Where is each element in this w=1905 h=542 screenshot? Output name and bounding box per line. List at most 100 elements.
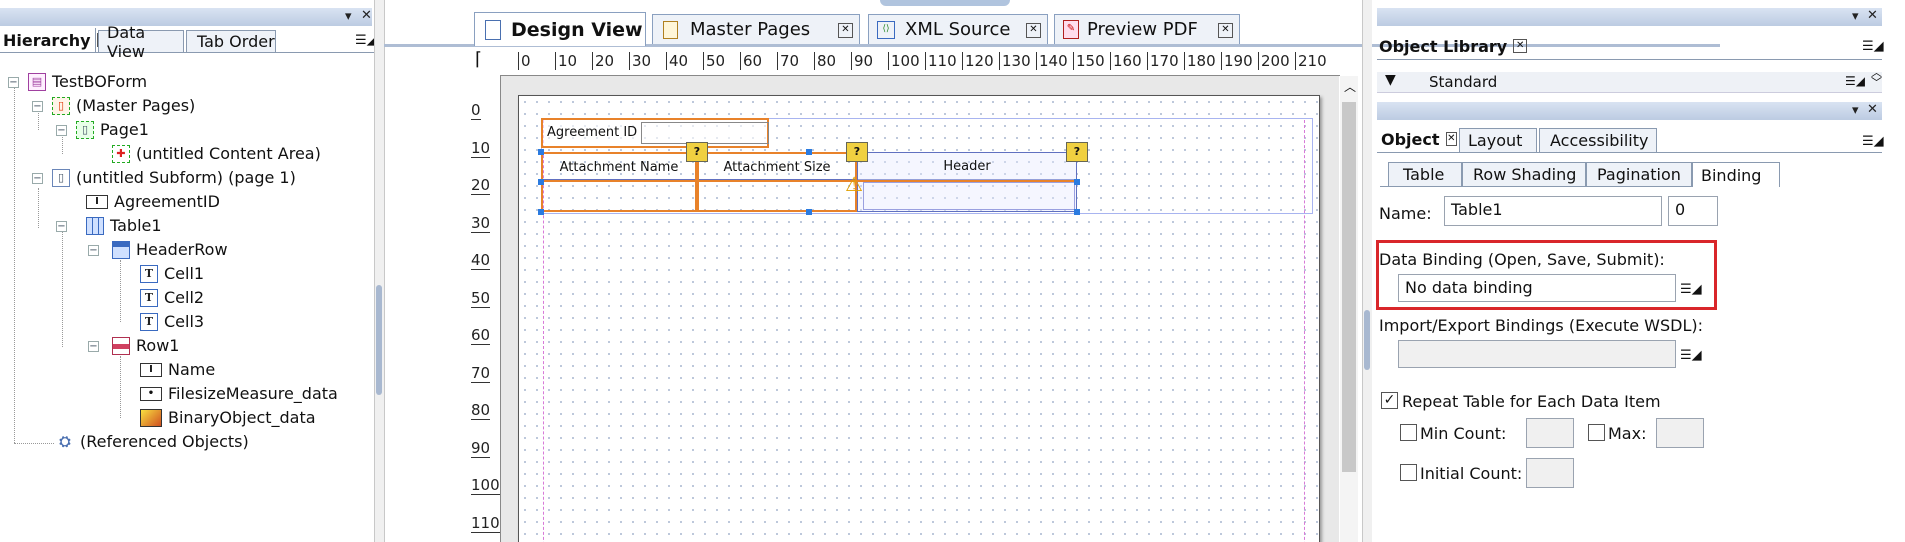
tree-item-filesizemeasure[interactable]: • FilesizeMeasure_data — [140, 384, 338, 403]
agreement-id-field[interactable]: Agreement ID — [541, 118, 769, 148]
tree-collapse-toggle[interactable]: − — [8, 77, 19, 88]
tree-item-cell3[interactable]: T Cell3 — [140, 312, 204, 331]
tab-tab-order[interactable]: Tab Order — [186, 30, 276, 52]
tree-collapse-toggle[interactable]: − — [88, 245, 99, 256]
right-splitter[interactable] — [1362, 0, 1372, 542]
ruler-tick-label: 30 — [471, 213, 491, 233]
initial-count-input[interactable] — [1526, 458, 1574, 488]
tree-collapse-toggle[interactable]: − — [88, 341, 99, 352]
object-library-group[interactable]: ▼ Standard ☰◢ ︿﹀ — [1377, 67, 1882, 93]
agreement-id-input[interactable] — [641, 122, 769, 144]
tab-xml-source[interactable]: ⟨⟩ XML Source ✕ — [868, 14, 1048, 44]
initial-count-checkbox[interactable] — [1400, 464, 1417, 481]
name-index-value: 0 — [1675, 200, 1686, 219]
min-count-checkbox[interactable] — [1400, 424, 1417, 441]
selection-handle[interactable] — [806, 149, 812, 155]
panel-menu-icon[interactable]: ▾ — [1852, 103, 1859, 118]
tab-object[interactable]: Object ✕ — [1377, 126, 1457, 152]
close-icon[interactable]: ✕ — [838, 23, 853, 38]
repeat-table-checkbox[interactable]: ✓ — [1381, 392, 1398, 409]
tree-item-headerrow[interactable]: HeaderRow — [112, 240, 228, 259]
subtab-table[interactable]: Table — [1388, 162, 1462, 186]
tab-design-view[interactable]: Design View — [474, 12, 646, 46]
name-index-input[interactable]: 0 — [1668, 196, 1718, 226]
selection-handle[interactable] — [806, 209, 812, 215]
design-canvas[interactable]: Agreement ID Attachment Name Attachment … — [501, 76, 1339, 542]
tree-item-agreementid[interactable]: I AgreementID — [86, 192, 220, 211]
panel-options-icon[interactable]: ☰◢ — [355, 33, 377, 48]
tab-master-pages[interactable]: Master Pages ✕ — [652, 14, 860, 44]
selection-handle[interactable] — [1074, 209, 1080, 215]
max-checkbox[interactable] — [1588, 424, 1605, 441]
tab-accessibility[interactable]: Accessibility — [1539, 128, 1657, 152]
close-icon[interactable]: ✕ — [361, 8, 372, 23]
header-cell-1[interactable]: Attachment Name — [541, 152, 697, 212]
ruler-tick-label: 0 — [471, 101, 481, 120]
tree-item-name[interactable]: I Name — [140, 360, 215, 379]
panel-menu-icon[interactable]: ▾ — [345, 9, 352, 24]
pdf-icon: ✎ — [1063, 20, 1079, 39]
tree-item-cell1[interactable]: T Cell1 — [140, 264, 204, 283]
data-binding-input[interactable]: No data binding — [1398, 274, 1676, 302]
subtab-row-shading[interactable]: Row Shading — [1462, 162, 1586, 186]
header-cell-2[interactable]: Attachment Size — [697, 152, 857, 212]
panel-menu-icon[interactable]: ▾ — [1852, 9, 1859, 24]
tree-collapse-toggle[interactable]: − — [56, 221, 67, 232]
group-scroll-icon[interactable]: ︿﹀ — [1871, 66, 1882, 89]
close-icon[interactable]: ✕ — [1218, 23, 1233, 38]
binding-menu-icon[interactable]: ☰◢ — [1680, 282, 1702, 297]
tab-layout[interactable]: Layout — [1459, 128, 1537, 152]
ruler-tick-label: 20 — [471, 176, 491, 195]
binding-badge-icon: ? — [1066, 142, 1088, 162]
tree-item-content-area[interactable]: ✚ (untitled Content Area) — [112, 144, 321, 163]
collapse-arrow-icon[interactable]: ▼ — [1385, 72, 1396, 88]
tab-label: Data View — [107, 22, 146, 61]
close-icon[interactable]: ✕ — [1513, 39, 1528, 53]
tree-item-referenced-objects[interactable]: ⛭ (Referenced Objects) — [56, 432, 248, 451]
tree-collapse-toggle[interactable]: − — [56, 125, 67, 136]
ruler-tick-label: 100 — [888, 52, 920, 70]
tree-collapse-toggle[interactable]: − — [32, 101, 43, 112]
selection-handle[interactable] — [538, 149, 544, 155]
tree-item-table1[interactable]: Table1 — [86, 216, 162, 235]
body-row-outline — [863, 182, 1075, 210]
tab-preview-pdf[interactable]: ✎ Preview PDF ✕ — [1054, 14, 1240, 44]
panel-options-icon[interactable]: ☰◢ — [1862, 134, 1884, 149]
subtab-binding[interactable]: Binding — [1692, 162, 1780, 187]
tab-data-view[interactable]: Data View — [98, 23, 184, 61]
tree-item-binaryobject[interactable]: BinaryObject_data — [140, 408, 316, 427]
ruler-tick-label: 20 — [592, 52, 614, 70]
tree-item-cell2[interactable]: T Cell2 — [140, 288, 204, 307]
canvas-scrollbar[interactable]: ︿ — [1340, 76, 1358, 542]
scroll-thumb[interactable] — [1342, 102, 1356, 472]
table1[interactable]: Attachment Name Attachment Size Header ?… — [538, 142, 1088, 215]
tree-item-subform[interactable]: ▯ (untitled Subform) (page 1) — [52, 168, 296, 187]
subtab-pagination[interactable]: Pagination — [1586, 162, 1692, 186]
tree-item-testboform[interactable]: ▤ TestBOForm — [28, 72, 147, 91]
max-input[interactable] — [1656, 418, 1704, 448]
name-input[interactable]: Table1 — [1444, 196, 1662, 226]
tree-line — [62, 232, 63, 347]
close-icon[interactable]: ✕ — [1026, 23, 1041, 38]
tab-object-library[interactable]: Object Library ✕ — [1377, 33, 1528, 59]
import-export-menu-icon[interactable]: ☰◢ — [1680, 348, 1702, 363]
panel-options-icon[interactable]: ☰◢ — [1862, 39, 1884, 54]
top-grip[interactable] — [880, 0, 1010, 6]
min-count-input[interactable] — [1526, 418, 1574, 448]
group-menu-icon[interactable]: ☰◢ — [1845, 74, 1865, 88]
close-icon[interactable]: ✕ — [1867, 8, 1878, 23]
tree-item-master-pages[interactable]: ▯ (Master Pages) — [52, 96, 195, 115]
tree-item-row1[interactable]: Row1 — [112, 336, 179, 355]
scroll-up-icon[interactable]: ︿ — [1344, 80, 1357, 94]
import-export-input[interactable] — [1398, 340, 1676, 368]
tree-collapse-toggle[interactable]: − — [32, 173, 43, 184]
ruler-tick-label: 0 — [518, 52, 531, 70]
selection-handle[interactable] — [538, 209, 544, 215]
left-splitter[interactable] — [374, 0, 385, 542]
tree-item-page1[interactable]: ▯ Page1 — [76, 120, 149, 139]
selection-handle[interactable] — [538, 179, 544, 185]
selection-handle[interactable] — [1074, 179, 1080, 185]
close-icon[interactable]: ✕ — [1445, 132, 1457, 146]
tab-hierarchy[interactable]: Hierarchy ✕ — [0, 28, 107, 52]
close-icon[interactable]: ✕ — [1867, 102, 1878, 117]
